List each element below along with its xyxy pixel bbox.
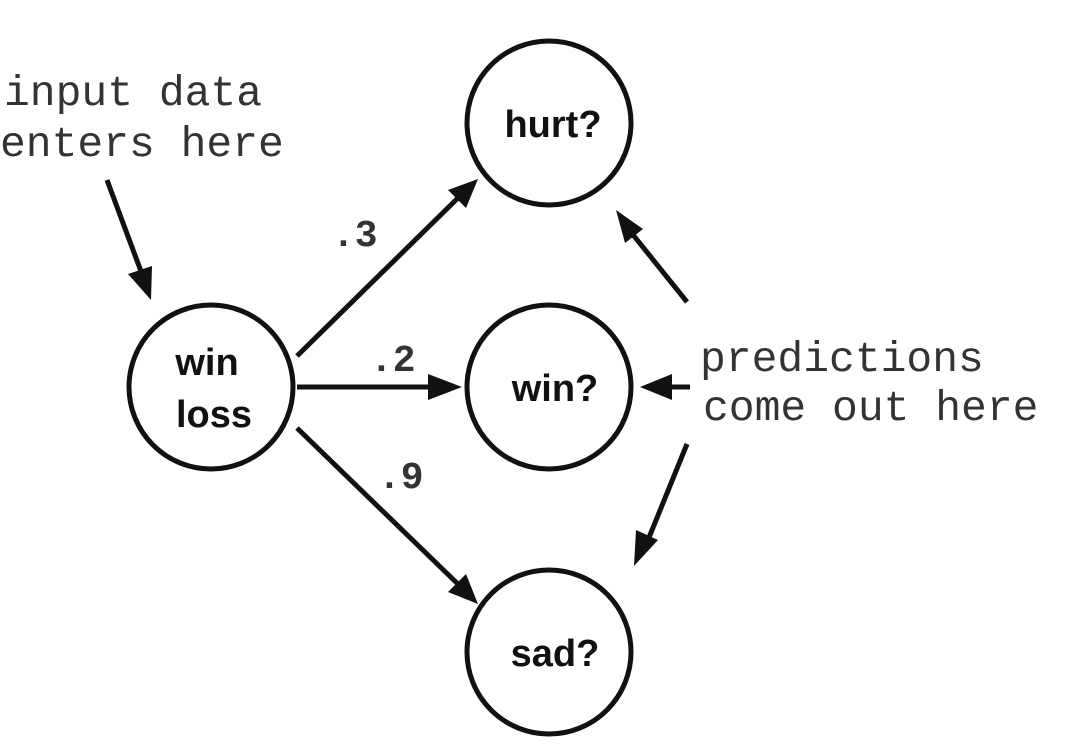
edge-line-hurt xyxy=(295,192,464,358)
sad-node-circle xyxy=(464,567,634,737)
edge-to-hurt xyxy=(295,179,478,358)
output-arrowhead-hurt xyxy=(616,210,643,243)
edge-to-sad xyxy=(295,426,478,604)
win-node-label: win? xyxy=(511,368,599,410)
input-node-circle xyxy=(126,302,296,472)
output-arrowhead-win xyxy=(640,374,672,400)
input-annotation-line-1: input data xyxy=(4,69,262,118)
output-annotation-line-2: come out here xyxy=(703,384,1038,433)
output-annotation-line-1: predictions xyxy=(700,335,984,384)
output-annotation: predictions come out here xyxy=(616,210,1038,566)
output-node-win: win? xyxy=(464,302,634,472)
input-annotation-arrowhead xyxy=(128,266,152,300)
output-arrowhead-sad xyxy=(634,530,658,566)
output-arrow-line-sad xyxy=(645,443,690,541)
sad-node-label: sad? xyxy=(511,633,600,675)
hurt-node-label: hurt? xyxy=(504,104,601,146)
input-node-label-line-2: loss xyxy=(176,394,252,436)
edge-to-win xyxy=(297,374,462,400)
output-arrow-line-hurt xyxy=(628,229,689,304)
edge-line-sad xyxy=(295,426,464,590)
input-annotation-line-2: enters here xyxy=(0,120,284,169)
win-node-circle xyxy=(464,302,634,472)
input-annotation: input data enters here xyxy=(0,69,284,300)
edge-arrowhead-hurt xyxy=(448,179,478,208)
input-annotation-arrow-line xyxy=(104,179,145,275)
input-node-label-line-1: win xyxy=(174,342,238,384)
weight-label-sad: .9 xyxy=(378,457,424,500)
output-node-sad: sad? xyxy=(464,567,634,737)
weight-label-hurt: .3 xyxy=(332,215,378,258)
weight-label-win: .2 xyxy=(370,340,416,383)
input-node: win loss xyxy=(126,302,296,472)
hurt-node-circle xyxy=(464,38,634,208)
edge-arrowhead-win xyxy=(428,374,462,400)
edge-arrowhead-sad xyxy=(448,574,478,604)
output-node-hurt: hurt? xyxy=(464,38,634,208)
